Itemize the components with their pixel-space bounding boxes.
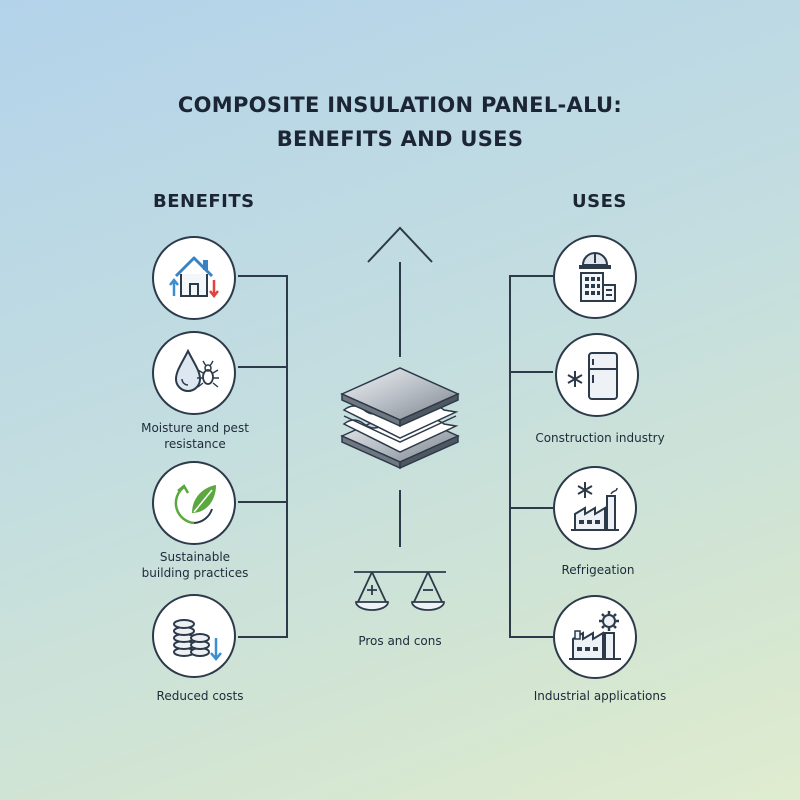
cold-factory-icon — [571, 482, 619, 531]
up-arrow-head — [367, 226, 433, 263]
benefit-label-sustainable: Sustainable building practices — [141, 550, 249, 580]
benefit-item-costs — [152, 594, 236, 678]
title-line-2: BENEFITS AND USES — [276, 127, 524, 151]
benefit-item-energy — [152, 236, 236, 320]
use-label-industrial: Industrial applications — [533, 689, 667, 703]
page-title: COMPOSITE INSULATION PANEL-ALU: BENEFITS… — [0, 88, 800, 156]
house-temperature-icon — [169, 256, 219, 299]
water-drop-bug-icon — [174, 348, 219, 392]
uses-heading: USES — [572, 191, 627, 212]
use-item-refrigeration-appliance — [555, 333, 639, 417]
balance-scale-icon — [354, 571, 446, 611]
benefit-item-moisture — [152, 331, 236, 415]
scale-label: Pros and cons — [358, 634, 442, 648]
benefit-item-sustainable — [152, 461, 236, 545]
benefits-bracket — [238, 275, 288, 638]
insulation-panel-layers-icon — [340, 367, 460, 470]
benefit-label-moisture: Moisture and pest resistance — [141, 421, 249, 451]
refrigerator-snowflake-icon — [567, 352, 618, 400]
leaf-recycle-icon — [174, 484, 216, 525]
hardhat-building-icon — [579, 252, 616, 302]
uses-bracket — [509, 275, 553, 638]
use-item-industrial — [553, 595, 637, 679]
factory-gear-icon — [569, 611, 621, 660]
use-item-cold-storage — [553, 466, 637, 550]
coins-down-arrow-icon — [173, 619, 222, 661]
benefits-heading: BENEFITS — [153, 191, 255, 212]
use-label-refrigeration: Refrigeation — [561, 563, 635, 577]
benefit-label-costs: Reduced costs — [156, 689, 244, 703]
use-item-construction — [553, 235, 637, 319]
use-label-construction: Construction industry — [535, 431, 665, 445]
title-line-1: COMPOSITE INSULATION PANEL-ALU: — [177, 93, 623, 117]
